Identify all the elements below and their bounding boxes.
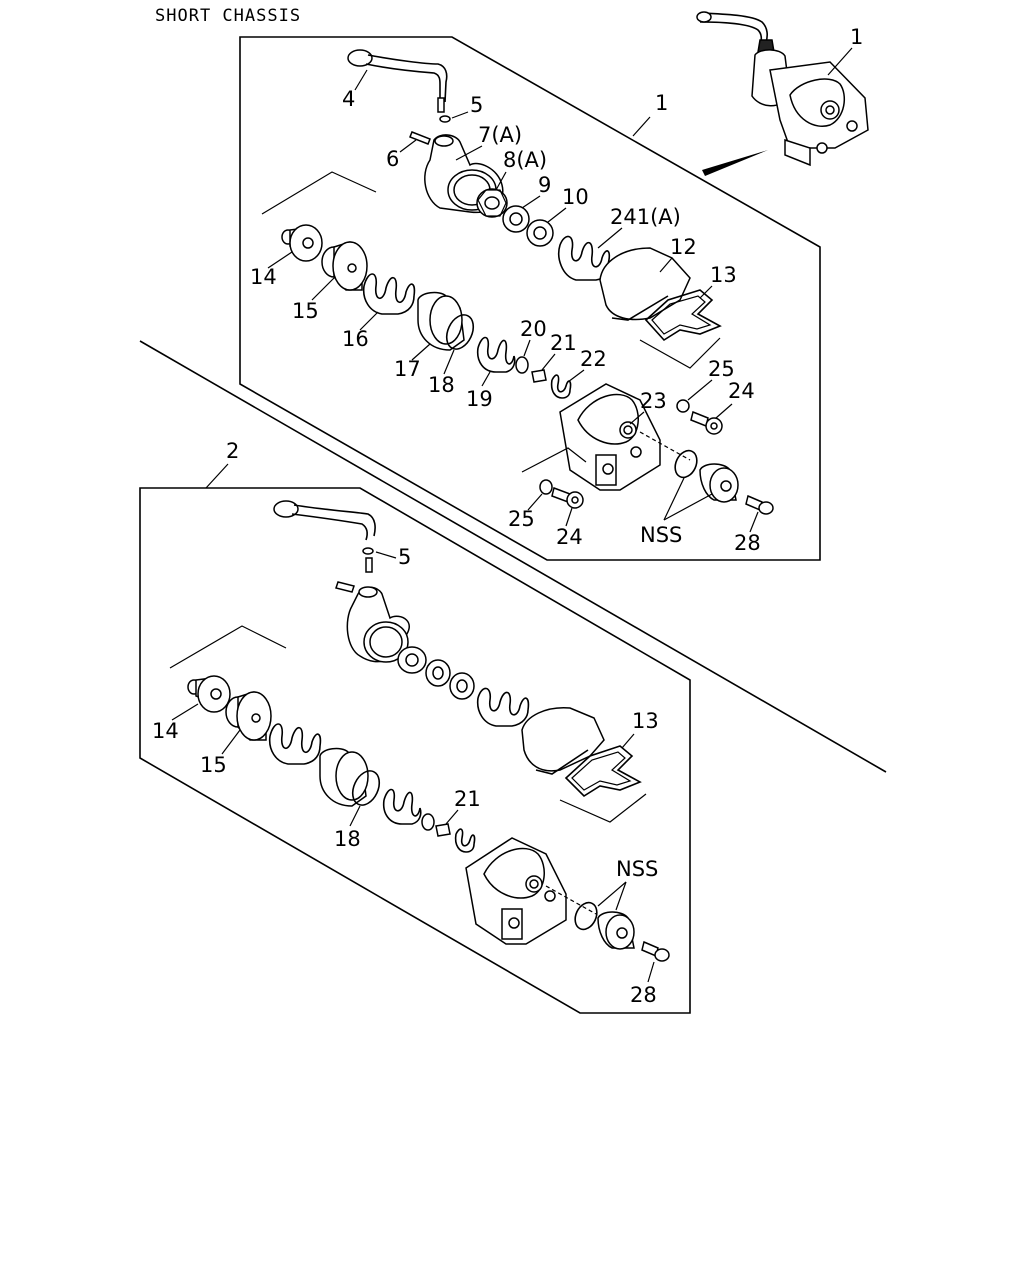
complete-assembly-icon	[696, 11, 869, 167]
callout-8: 8(A)	[503, 148, 547, 172]
spring-bottom-22	[454, 828, 476, 853]
part-8-nut	[476, 188, 508, 218]
bracket-13	[639, 337, 721, 369]
callout-18-bottom: 18	[334, 827, 361, 851]
part-28-pin-bottom	[641, 940, 670, 962]
callout-15-bottom: 15	[200, 753, 227, 777]
arrow-pointer	[702, 150, 768, 176]
part-24-bolt-left	[551, 487, 584, 509]
part-25-washer-left	[539, 479, 553, 495]
spring-bottom-16	[268, 723, 322, 765]
part-19-spring	[476, 336, 516, 373]
part-21-pin-bottom	[435, 823, 451, 837]
nss-plug-bottom	[597, 911, 635, 950]
callout-24-right: 24	[728, 379, 755, 403]
callout-28-top: 28	[734, 531, 761, 555]
callout-22: 22	[580, 347, 607, 371]
part-15-piston	[321, 241, 368, 291]
housing-bottom	[335, 581, 410, 663]
nss-plug-top	[699, 463, 739, 503]
part-5-washer	[439, 115, 451, 123]
callout-21-bottom: 21	[454, 787, 481, 811]
callout-20: 20	[520, 317, 547, 341]
callout-nss-top: NSS	[640, 523, 682, 547]
callout-12: 12	[670, 235, 697, 259]
nss-o-ring-top	[674, 449, 698, 479]
callout-25-left: 25	[508, 507, 535, 531]
callout-25-right: 25	[708, 357, 735, 381]
nut-bottom	[397, 646, 427, 674]
part-15-piston-bottom	[225, 691, 272, 741]
bracket-left-bottom	[169, 625, 287, 669]
gasket-bottom-13	[564, 745, 642, 798]
washer-bottom-20	[421, 813, 435, 831]
header-title: SHORT CHASSIS	[155, 6, 301, 26]
part-23-body	[559, 383, 661, 491]
callout-13-bottom: 13	[632, 709, 659, 733]
callout-1-box: 1	[655, 91, 668, 115]
part-18-o-ring-bottom	[351, 770, 381, 806]
callout-24-left: 24	[556, 525, 583, 549]
callout-19: 19	[466, 387, 493, 411]
sleeve-bottom	[319, 747, 369, 807]
part-20-washer	[515, 356, 529, 374]
part-18-o-ring	[445, 314, 475, 350]
part-6-pin	[409, 131, 431, 145]
callout-6: 6	[386, 147, 399, 171]
callout-5-bottom: 5	[398, 545, 411, 569]
part-13-gasket	[644, 289, 722, 342]
part-14-plug	[281, 224, 323, 262]
part-17-sleeve	[417, 291, 465, 351]
callout-10: 10	[562, 185, 589, 209]
callout-28-bottom: 28	[630, 983, 657, 1007]
bracket-23	[521, 447, 587, 473]
callout-17: 17	[394, 357, 421, 381]
bracket-left-top	[261, 171, 377, 215]
part-5-washer-bottom	[362, 547, 374, 555]
body-bottom	[465, 837, 567, 945]
callout-21-top: 21	[550, 331, 577, 355]
boot-bottom	[521, 707, 605, 775]
part-22-spring	[550, 374, 572, 399]
part-12-boot	[599, 247, 691, 321]
callout-14-bottom: 14	[152, 719, 179, 743]
callout-9: 9	[538, 173, 551, 197]
part-24-bolt-right	[690, 410, 723, 435]
assembly-2-frame	[139, 487, 691, 1014]
callout-16: 16	[342, 327, 369, 351]
callout-15-top: 15	[292, 299, 319, 323]
callout-5-top: 5	[470, 93, 483, 117]
callout-241: 241(A)	[610, 205, 681, 229]
lever-part-bottom	[273, 500, 376, 541]
part-28-pin-top	[745, 494, 774, 515]
callout-1-top: 1	[850, 25, 863, 49]
part-10-collar	[526, 219, 554, 247]
section-divider	[139, 340, 887, 773]
part-25-washer-right	[676, 399, 690, 413]
assembly-1-frame	[239, 36, 821, 561]
callout-7: 7(A)	[478, 123, 522, 147]
part-14-plug-bottom	[187, 675, 231, 713]
nss-o-ring-bottom	[574, 901, 598, 931]
spring-bottom-19	[382, 788, 422, 825]
bracket-13-bottom	[559, 793, 647, 823]
spring-bottom-241	[476, 687, 530, 727]
callout-nss-bottom: NSS	[616, 857, 658, 881]
part-16-spring	[362, 273, 416, 315]
part-21-pin	[531, 369, 547, 383]
callout-13-top: 13	[710, 263, 737, 287]
callout-2: 2	[226, 439, 239, 463]
callout-23: 23	[640, 389, 667, 413]
lever-part-4	[347, 49, 448, 113]
callout-18-top: 18	[428, 373, 455, 397]
callout-4: 4	[342, 87, 355, 111]
callout-14-top: 14	[250, 265, 277, 289]
